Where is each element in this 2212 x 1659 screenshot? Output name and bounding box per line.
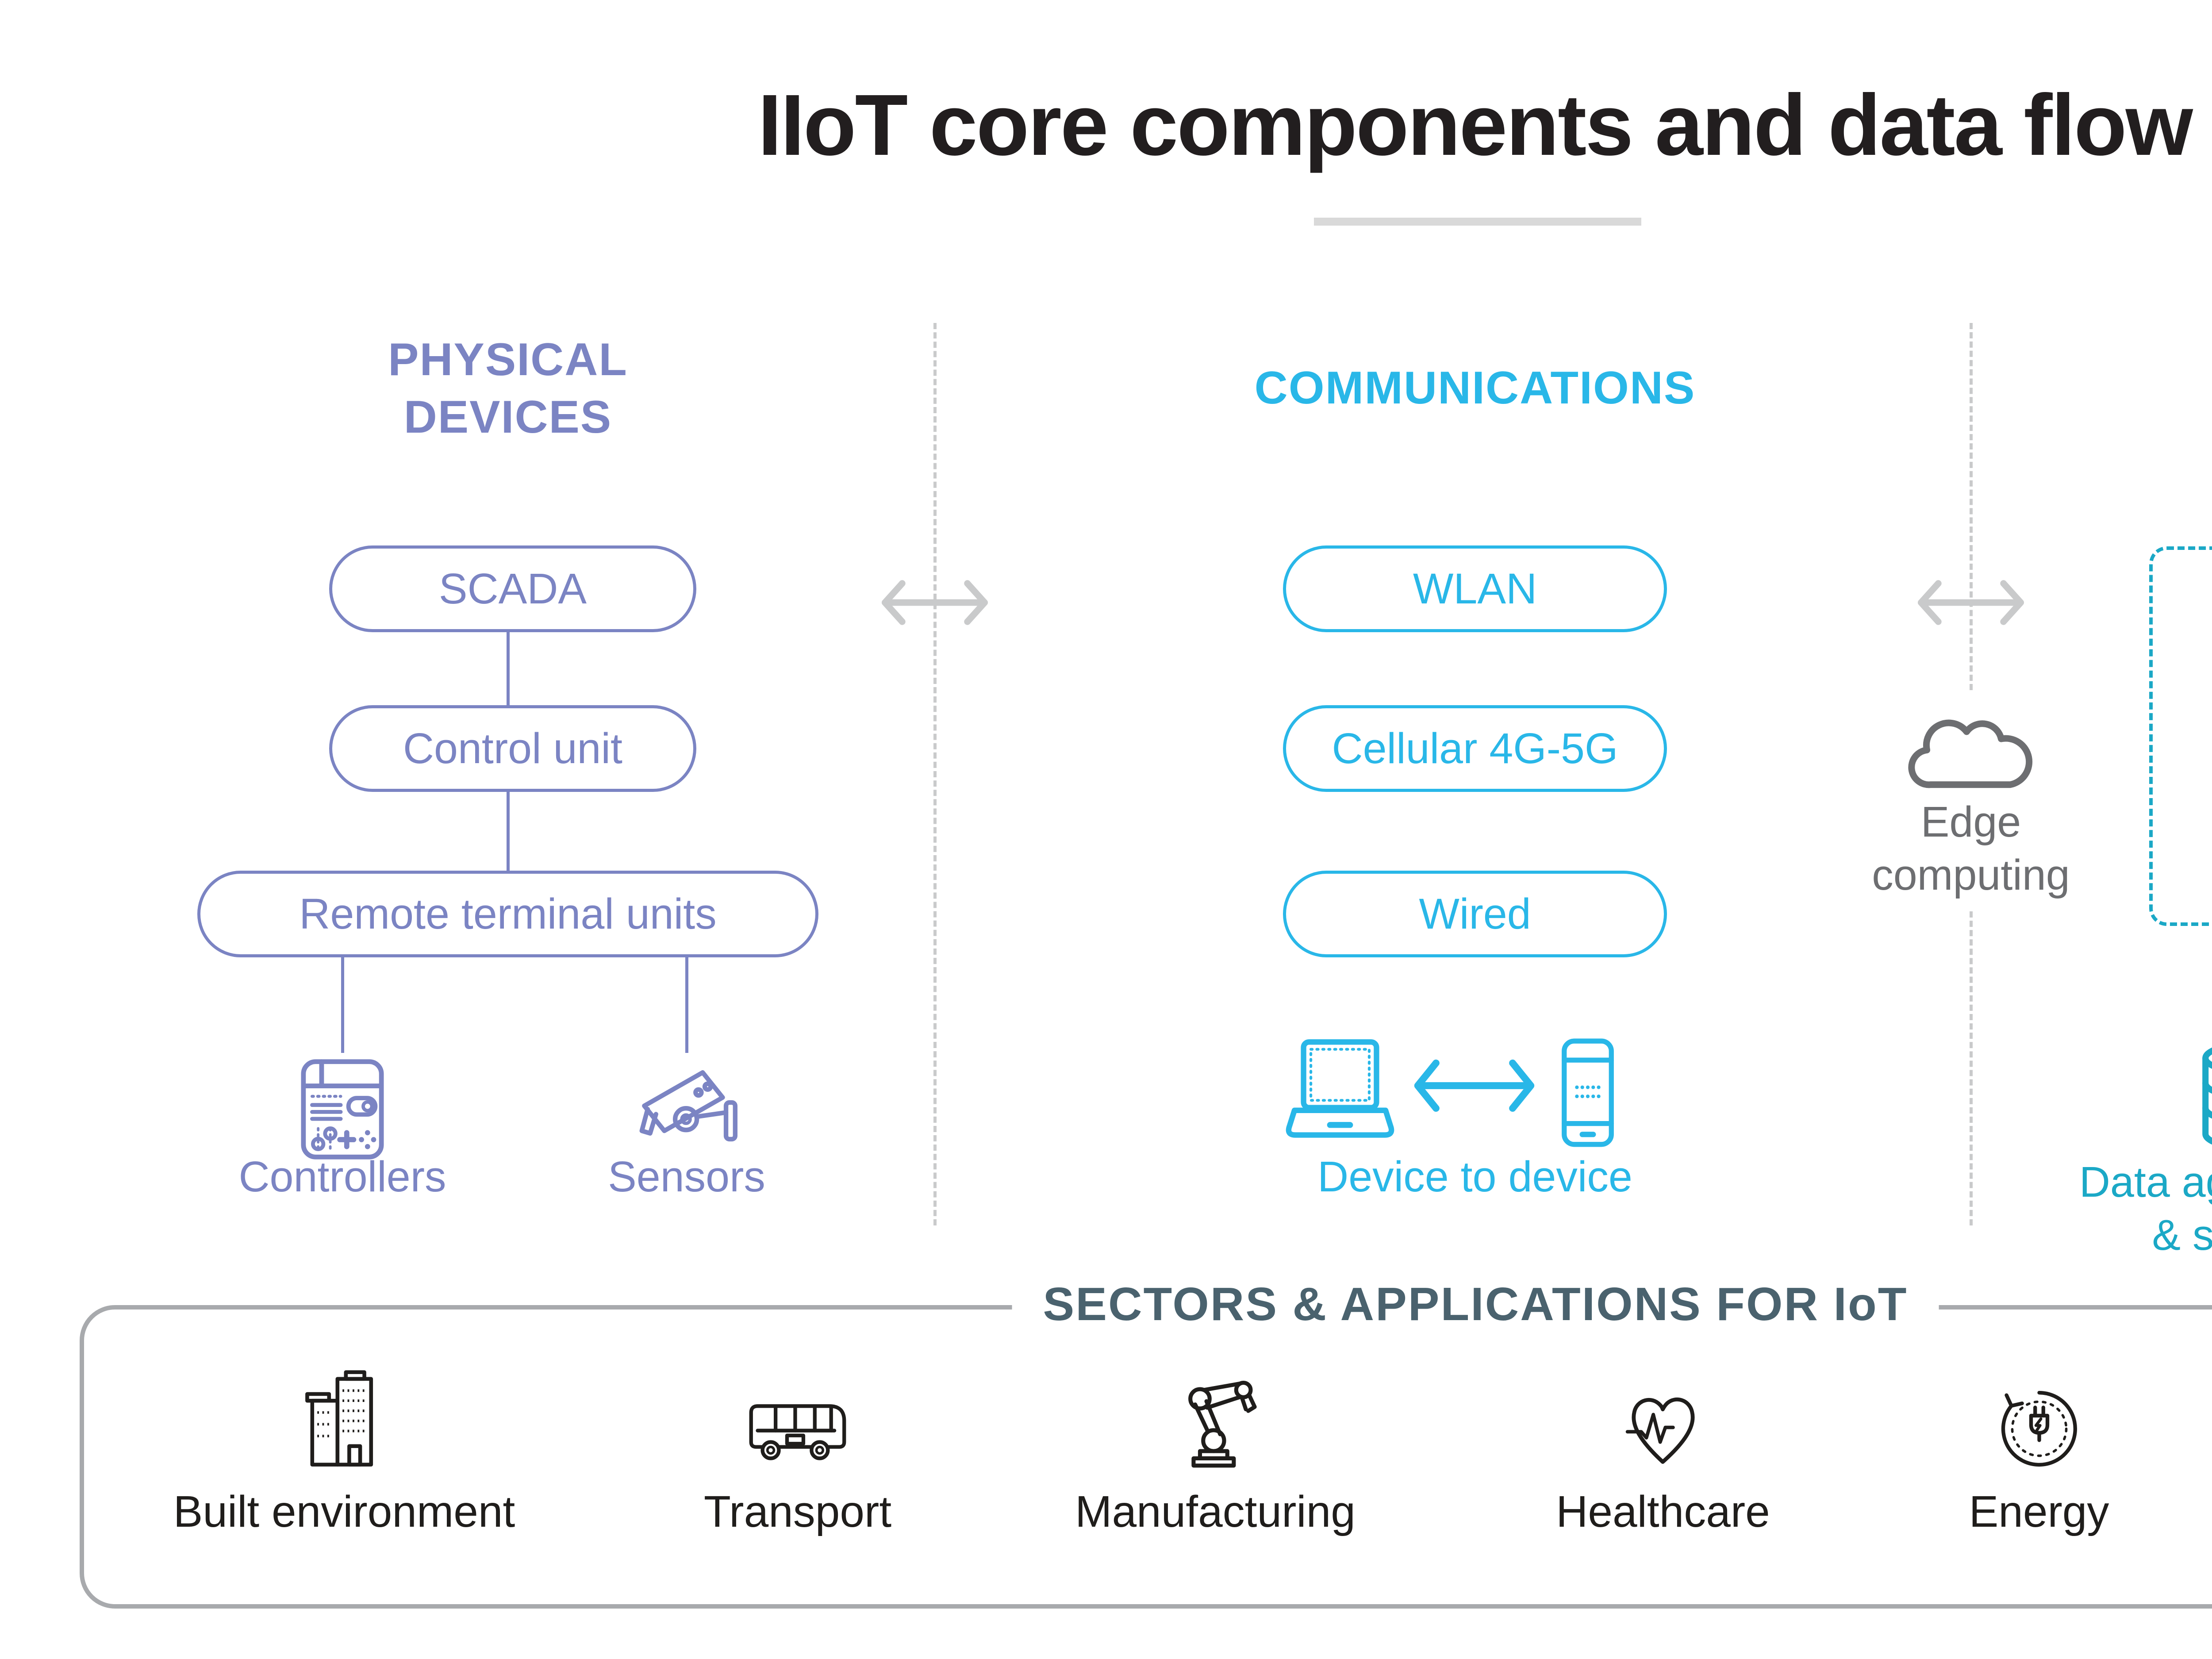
data-aggregation-label: Data aggregation & storage	[2023, 1156, 2212, 1262]
sensors-label: Sensors	[608, 1152, 765, 1201]
buildings-icon	[145, 1354, 543, 1470]
data-analytics-label-line3: processing	[2159, 698, 2212, 751]
connector-rtu-sensors	[685, 956, 688, 1053]
data-aggregation-label-line1: Data aggregation	[2079, 1158, 2212, 1206]
connector-control-rtu	[507, 790, 510, 872]
sector-label: Built environment	[173, 1487, 515, 1536]
double-arrow-icon	[1414, 1060, 1535, 1112]
sector-item-transport: Transport	[599, 1354, 997, 1537]
data-aggregation-label-line2: & storage	[2152, 1211, 2212, 1259]
remote-terminal-units-box: Remote terminal units	[197, 871, 818, 957]
sector-label: Transport	[703, 1487, 892, 1536]
data-analytics-label-line1: Data analytics	[2159, 592, 2212, 645]
physical-devices-header: PHYSICAL DEVICES	[198, 331, 818, 446]
data-analytics-label: Data analytics information, processing	[2159, 592, 2212, 751]
connector-scada-control	[507, 630, 510, 707]
physical-devices-header-line1: PHYSICAL	[388, 334, 628, 385]
sector-item-built-environment: Built environment	[145, 1354, 543, 1537]
sector-label: Manufacturing	[1075, 1487, 1356, 1536]
information-processing-box	[2149, 546, 2212, 926]
communications-header: COMMUNICATIONS	[1165, 359, 1785, 417]
edge-computing-label-line2: computing	[1872, 851, 2070, 899]
sector-item-manufacturing: Manufacturing	[1016, 1354, 1414, 1537]
heart-pulse-icon	[1464, 1354, 1862, 1470]
energy-plug-icon	[1840, 1354, 2212, 1470]
physical-devices-header-line2: DEVICES	[403, 392, 612, 443]
database-icon	[2202, 1047, 2212, 1145]
bus-icon	[599, 1354, 997, 1470]
information-processing-header-line1: INFORMATION	[2141, 331, 2212, 388]
communications-header-line1: COMMUNICATIONS	[1254, 362, 1696, 414]
control-unit-box: Control unit	[329, 705, 696, 792]
device-to-device-label: Device to device	[1317, 1152, 1632, 1201]
edge-computing-label: Edge computing	[1838, 795, 2104, 902]
wired-box: Wired	[1283, 871, 1667, 957]
controller-icon	[301, 1059, 384, 1160]
controllers-label: Controllers	[238, 1152, 446, 1201]
sectors-title: SECTORS & APPLICATIONS FOR IoT	[1012, 1273, 1939, 1335]
title-underline-decoration	[1314, 218, 1641, 226]
wlan-box: WLAN	[1283, 545, 1667, 632]
page-title: IIoT core components and data flow	[757, 77, 2193, 173]
laptop-icon	[1286, 1039, 1394, 1138]
sector-label: Agriculture	[2182, 1486, 2212, 1537]
sector-label: Energy	[1969, 1487, 2109, 1536]
separator-line-right-bottom	[1970, 911, 1973, 1225]
cloud-icon	[1908, 719, 2033, 788]
separator-line-right-top	[1970, 323, 1973, 690]
tree-icon	[2182, 1354, 2212, 1470]
cellular-box: Cellular 4G-5G	[1283, 705, 1667, 792]
information-processing-header: INFORMATION PROCESSING	[2141, 331, 2212, 446]
cctv-camera-icon	[639, 1070, 737, 1142]
double-arrow-icon	[1917, 580, 2024, 625]
separator-line-left	[933, 323, 937, 1225]
robot-arm-icon	[1016, 1354, 1414, 1470]
connector-rtu-controllers	[341, 956, 344, 1053]
information-processing-header-line2: PROCESSING	[2141, 388, 2212, 446]
scada-box: SCADA	[329, 545, 696, 632]
smartphone-icon	[1562, 1038, 1614, 1147]
edge-computing-label-line1: Edge	[1920, 798, 2021, 846]
data-analytics-label-line2: information,	[2159, 645, 2212, 698]
sector-item-healthcare: Healthcare	[1464, 1354, 1862, 1537]
double-arrow-icon	[881, 580, 988, 625]
sector-item-agriculture: Agriculture	[2182, 1354, 2212, 1537]
sector-item-energy: Energy	[1840, 1354, 2212, 1537]
sector-label: Healthcare	[1556, 1487, 1770, 1536]
